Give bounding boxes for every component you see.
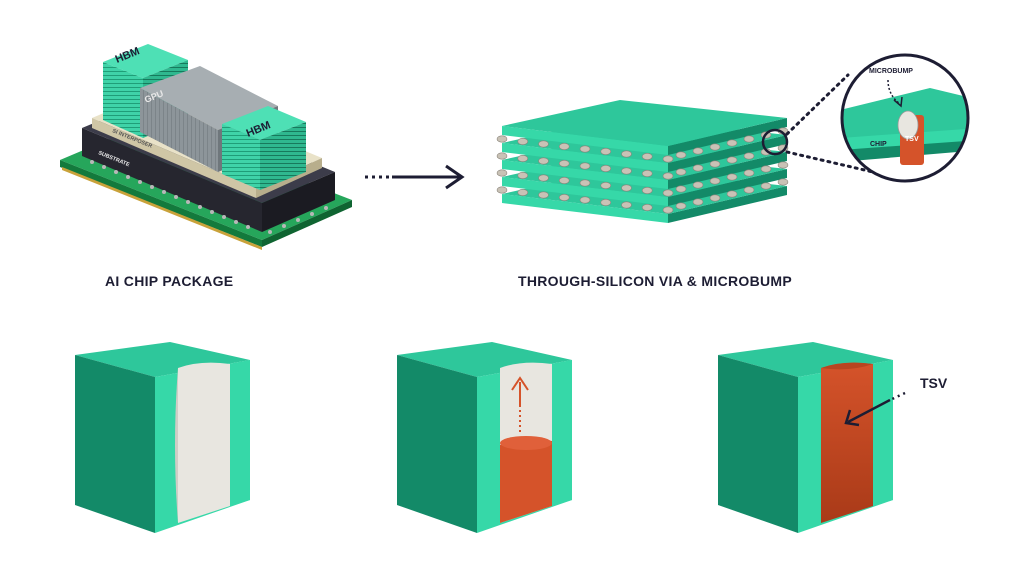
stacked-dies [496, 100, 789, 223]
zoom-microbump-arrow [887, 79, 901, 105]
process-tsv-label: TSV [920, 375, 948, 391]
hbm-right: HBM [222, 106, 306, 190]
package-caption: AI CHIP PACKAGE [105, 273, 234, 289]
microbump-row-3 [496, 161, 789, 197]
zoom-microbump [897, 110, 919, 140]
flow-arrow [365, 164, 465, 190]
tsv-caption: THROUGH-SILICON VIA & MICROBUMP [518, 273, 792, 289]
process-cube-completed-tsv: TSV [718, 342, 948, 533]
zoom-microbump-label: MICROBUMP [869, 68, 913, 75]
zoom-leader-lines [785, 73, 875, 174]
ai-chip-package: SUBSTRATE SI INTERPOSER HBM GPU [60, 44, 352, 250]
copper-partial-fill [500, 439, 552, 523]
zoom-detail: MICROBUMP CHIP TSV [840, 53, 970, 183]
zoom-tsv-label: TSV [905, 136, 919, 143]
fill-direction-arrow [511, 376, 529, 432]
process-cube-etched-hole [75, 342, 250, 533]
tsv-pointer [844, 391, 906, 427]
microbump-row-4 [496, 178, 789, 214]
microbump-row-1 [496, 127, 789, 163]
zoom-marker [761, 128, 789, 156]
process-cube-copper-fill [397, 342, 572, 533]
zoom-chip-label: CHIP [870, 141, 887, 148]
etched-hole [178, 362, 230, 523]
tsv-copper-column [821, 362, 873, 523]
die-layer-1 [502, 100, 787, 155]
